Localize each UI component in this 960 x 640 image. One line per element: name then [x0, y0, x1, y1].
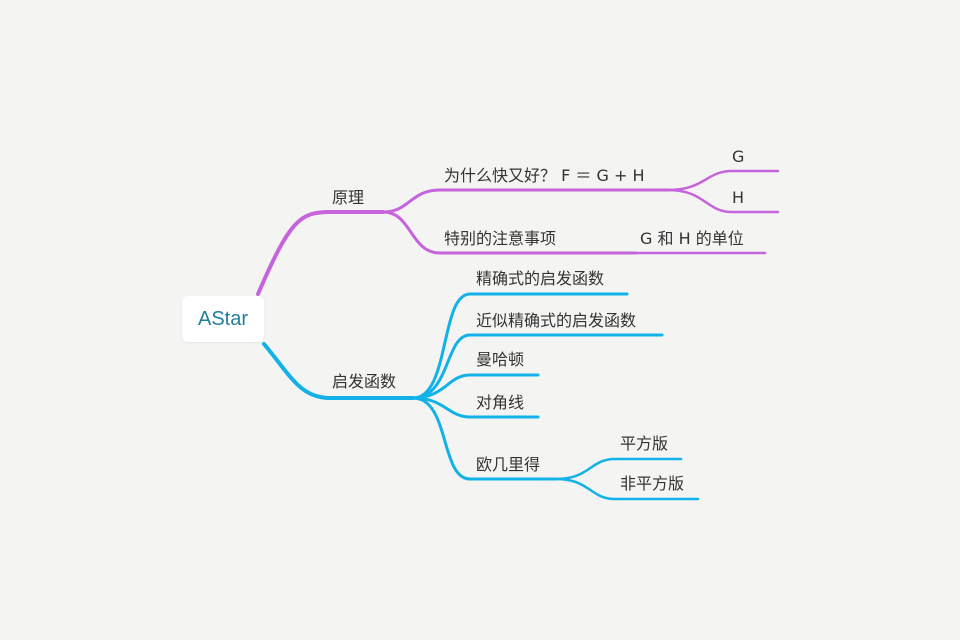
connector-why-h	[666, 188, 780, 214]
node-diagonal[interactable]: 对角线	[476, 393, 525, 412]
connector-principle-why	[381, 188, 670, 214]
node-manhattan[interactable]: 曼哈顿	[476, 350, 525, 369]
connector-heuristic-exact	[411, 292, 629, 400]
connector-heuristic-approx	[411, 333, 664, 400]
node-squared[interactable]: 平方版	[620, 434, 669, 453]
connector-euclid-squared	[554, 457, 683, 481]
root-node[interactable]: AStar	[182, 296, 264, 342]
node-approx-exact-heuristic[interactable]: 近似精确式的启发函数	[476, 311, 637, 330]
connector-root-heuristic	[262, 342, 415, 400]
node-why-fast-good[interactable]: 为什么快又好？ F ＝ G + H	[444, 166, 645, 185]
root-label: AStar	[197, 307, 249, 330]
node-euclidean[interactable]: 欧几里得	[476, 455, 541, 474]
node-h[interactable]: H	[732, 188, 745, 207]
connector-why-g	[666, 169, 780, 192]
connector-heuristic-euclid	[411, 396, 558, 481]
node-non-squared[interactable]: 非平方版	[620, 474, 685, 493]
node-heuristic-functions[interactable]: 启发函数	[332, 372, 397, 391]
connector-euclid-nonsquared	[554, 477, 700, 501]
node-principle[interactable]: 原理	[332, 188, 365, 207]
connector-root-principle	[256, 210, 385, 296]
node-g[interactable]: G	[732, 147, 745, 166]
node-exact-heuristic[interactable]: 精确式的启发函数	[476, 269, 605, 288]
node-special-notes[interactable]: 特别的注意事项	[444, 229, 557, 248]
connector-principle-notes	[381, 210, 638, 255]
node-gh-units[interactable]: G 和 H 的单位	[640, 229, 744, 248]
